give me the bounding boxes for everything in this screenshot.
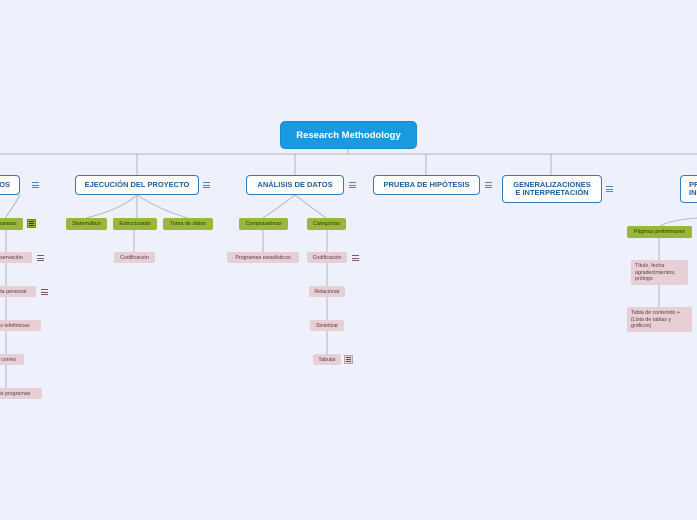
subtopic-programas-estadisticos[interactable]: Programas estadísticos [227,252,299,263]
subtopic-toma-de-datos[interactable]: Toma de datos [163,218,213,230]
notes-icon[interactable] [352,255,359,261]
notes-icon[interactable] [203,182,210,188]
subtopic-encuestas[interactable]: cuestas [0,218,23,230]
root-topic[interactable]: Research Methodology [281,122,416,148]
subtopic-sistematico[interactable]: Sistemático [66,218,107,230]
subtopic-tabular[interactable]: Tabular [313,354,341,365]
branch-label-line1: PR [689,180,697,189]
subtopic-por-correo[interactable]: r correo [0,354,24,365]
subtopic-computadoras[interactable]: Computadoras [239,218,288,230]
subtopic-codificacion[interactable]: Codificación [114,252,155,263]
notes-icon[interactable] [37,255,44,261]
branch-label-line2: IN [689,188,697,197]
subtopic-tabla-de-contenido[interactable]: Tabla de contenido + (Lista de tablas y … [627,307,692,332]
notes-icon[interactable] [27,219,36,228]
subtopic-relacionar[interactable]: Relacionar [309,286,345,297]
subtopic-observacion[interactable]: bservación [0,252,32,263]
branch-label-line2: E INTERPRETACIÓN [515,188,589,197]
subtopic-paginas-preliminares[interactable]: Páginas preliminares [627,226,692,238]
notes-icon[interactable] [344,355,353,364]
notes-icon[interactable] [41,289,48,295]
branch-presentacion[interactable]: PR IN [680,175,697,203]
subtopic-sintetizar[interactable]: Sintetizar [310,320,344,331]
branch-datos[interactable]: ATOS [0,175,20,195]
notes-icon[interactable] [349,182,356,188]
subtopic-titulo-fecha[interactable]: Título, fecha agradecimientos, prólogo [631,260,688,285]
subtopic-entrevistas-telefonicas[interactable]: as telefónicas [0,320,41,331]
branch-label-line1: GENERALIZACIONES [513,180,591,189]
notes-icon[interactable] [32,182,39,188]
branch-generalizaciones-e-interpretacion[interactable]: GENERALIZACIONES E INTERPRETACIÓN [502,175,602,203]
notes-icon[interactable] [606,186,613,192]
subtopic-estructurado[interactable]: Estructurado [113,218,157,230]
notes-icon[interactable] [485,182,492,188]
subtopic-de-programas[interactable]: de programas [0,388,42,399]
branch-prueba-de-hipotesis[interactable]: PRUEBA DE HIPÓTESIS [373,175,480,195]
subtopic-codificacion[interactable]: Codificación [307,252,347,263]
subtopic-entrevista-personal[interactable]: sta personal [0,286,36,297]
branch-analisis-de-datos[interactable]: ANÁLISIS DE DATOS [246,175,344,195]
subtopic-categorias[interactable]: Categorías [307,218,346,230]
branch-ejecucion-del-proyecto[interactable]: EJECUCIÓN DEL PROYECTO [75,175,199,195]
